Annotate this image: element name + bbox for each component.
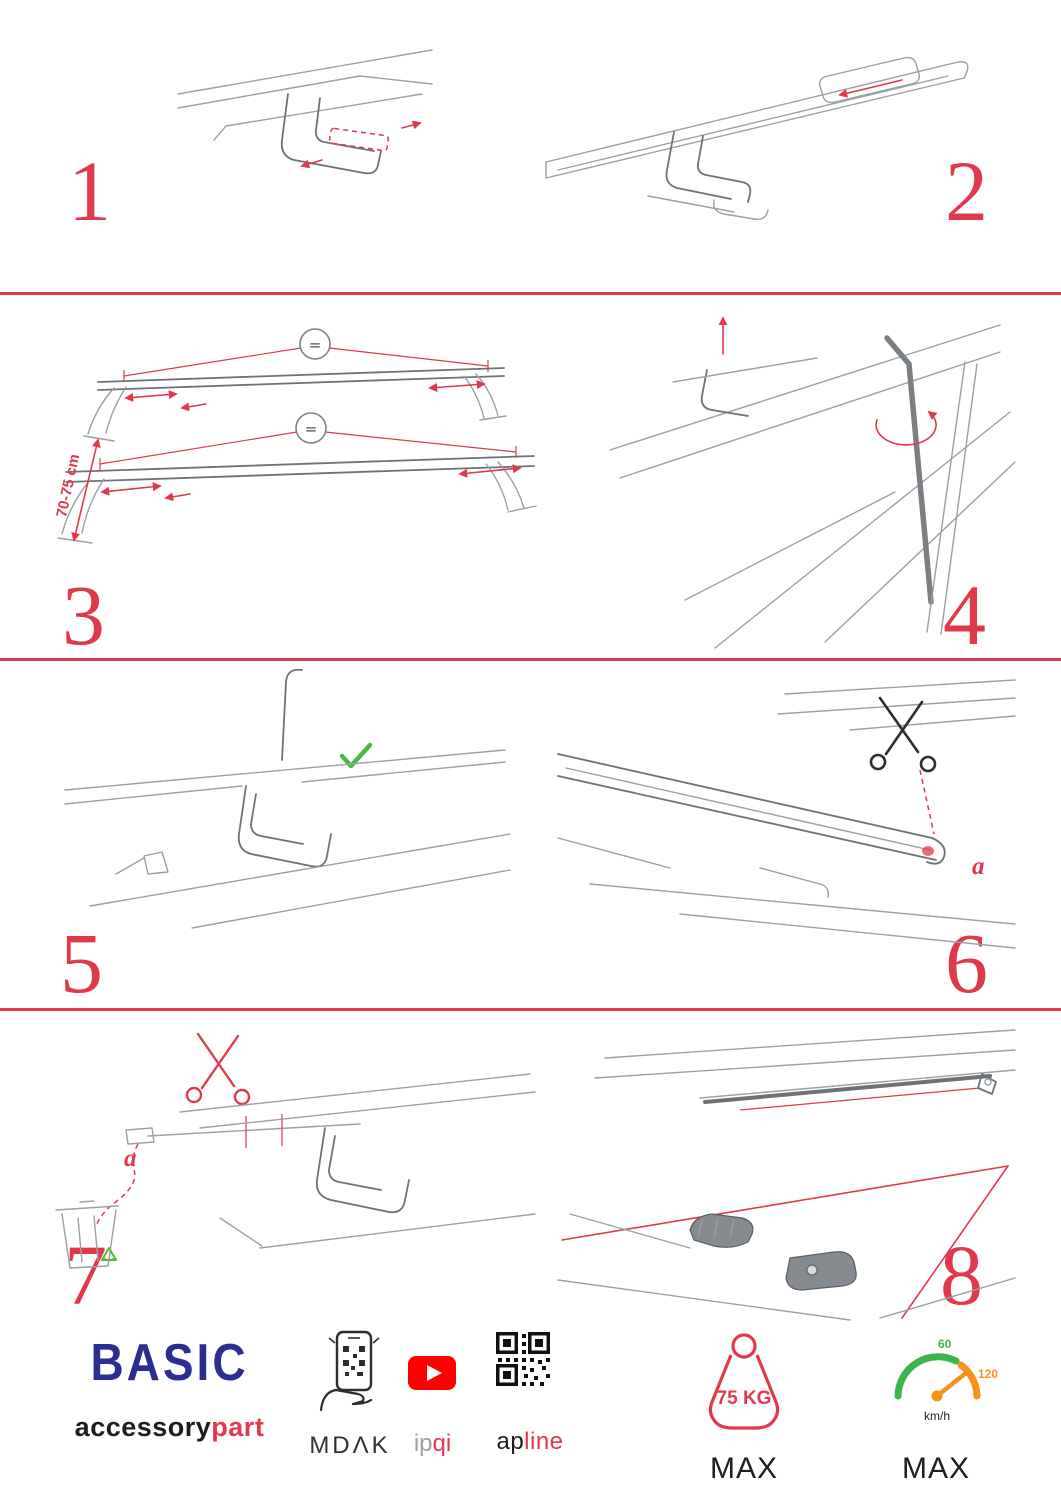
part-label-a: a <box>124 1145 137 1172</box>
weight-max-label: MAX <box>709 1452 778 1485</box>
brand-sub-part: part <box>211 1412 265 1442</box>
step5-drawing-pin-check <box>64 668 511 929</box>
speed-max-label: MAX <box>901 1452 970 1485</box>
weight-icon: 75 KG <box>708 1333 780 1430</box>
step-number-5: 5 <box>60 915 103 1011</box>
hex-key <box>875 335 978 635</box>
step8-drawing-final-check <box>557 1029 1016 1321</box>
guide-line-2 <box>901 1165 1009 1319</box>
part-label-a: a <box>972 853 985 880</box>
phone-qr-icon <box>319 1330 380 1412</box>
bar-distance-dimension: 70-75 cm <box>53 438 101 542</box>
step1-drawing-clamp-under-rail <box>177 49 433 175</box>
red-scissors-icon <box>185 1032 251 1106</box>
step3-drawing-bar-spacing: = = 70-75 cm <box>53 328 537 544</box>
fitting-pads <box>689 1213 857 1291</box>
svg-text:=: = <box>309 336 322 354</box>
brand-subtitle: accessorypart <box>62 1412 277 1443</box>
cut-piece-marker <box>922 846 934 856</box>
recycle-icon <box>101 1247 117 1261</box>
step-number-4: 4 <box>943 567 986 663</box>
needle <box>934 1370 969 1399</box>
step-number-7: 7 <box>64 1227 107 1323</box>
scissors-icon <box>869 696 937 773</box>
weight-value: 75 KG <box>717 1388 772 1409</box>
step-number-6: 6 <box>945 915 988 1011</box>
section-divider-3 <box>0 1008 1061 1011</box>
speed-low-label: 60 <box>938 1337 952 1351</box>
step6-drawing-cut-end: a <box>557 679 1016 949</box>
equal-badge-front: = <box>99 412 517 470</box>
step-number-2: 2 <box>945 143 988 239</box>
step-number-8: 8 <box>940 1227 983 1323</box>
check-icon <box>339 742 373 769</box>
trash-icon <box>55 1200 119 1269</box>
step4-drawing-hex-key-tighten <box>609 316 1016 649</box>
step-number-3: 3 <box>62 567 105 663</box>
equal-badge-rear: = <box>123 328 489 382</box>
step7-drawing-cut-discard: a <box>55 1032 536 1269</box>
speedometer-icon: 60 120 km/h <box>894 1337 998 1423</box>
discard-path <box>95 1143 139 1227</box>
brand-sub-accessory: accessory <box>74 1412 212 1442</box>
svg-text:70-75 cm: 70-75 cm <box>53 452 83 518</box>
speed-high-label: 120 <box>978 1367 998 1381</box>
cut-line <box>919 769 935 835</box>
speed-unit-label: km/h <box>924 1409 950 1423</box>
partner-ipqi: ipqi <box>413 1430 452 1457</box>
guide-line-1 <box>561 1165 1009 1241</box>
svg-text:=: = <box>305 420 318 438</box>
qr-code-icon <box>496 1332 550 1386</box>
insert-pad-marker <box>300 120 422 169</box>
partner-apline: apline <box>496 1428 564 1455</box>
section-divider-1 <box>0 292 1061 295</box>
step2-drawing-slide-bar <box>545 56 969 220</box>
brand-logo-basic: BASIC <box>90 1333 249 1392</box>
section-divider-2 <box>0 658 1061 661</box>
partner-mdak: MDΛK <box>309 1432 391 1459</box>
youtube-icon <box>408 1356 456 1390</box>
brand-block: BASIC accessorypart <box>62 1332 277 1443</box>
step-number-1: 1 <box>68 143 111 239</box>
